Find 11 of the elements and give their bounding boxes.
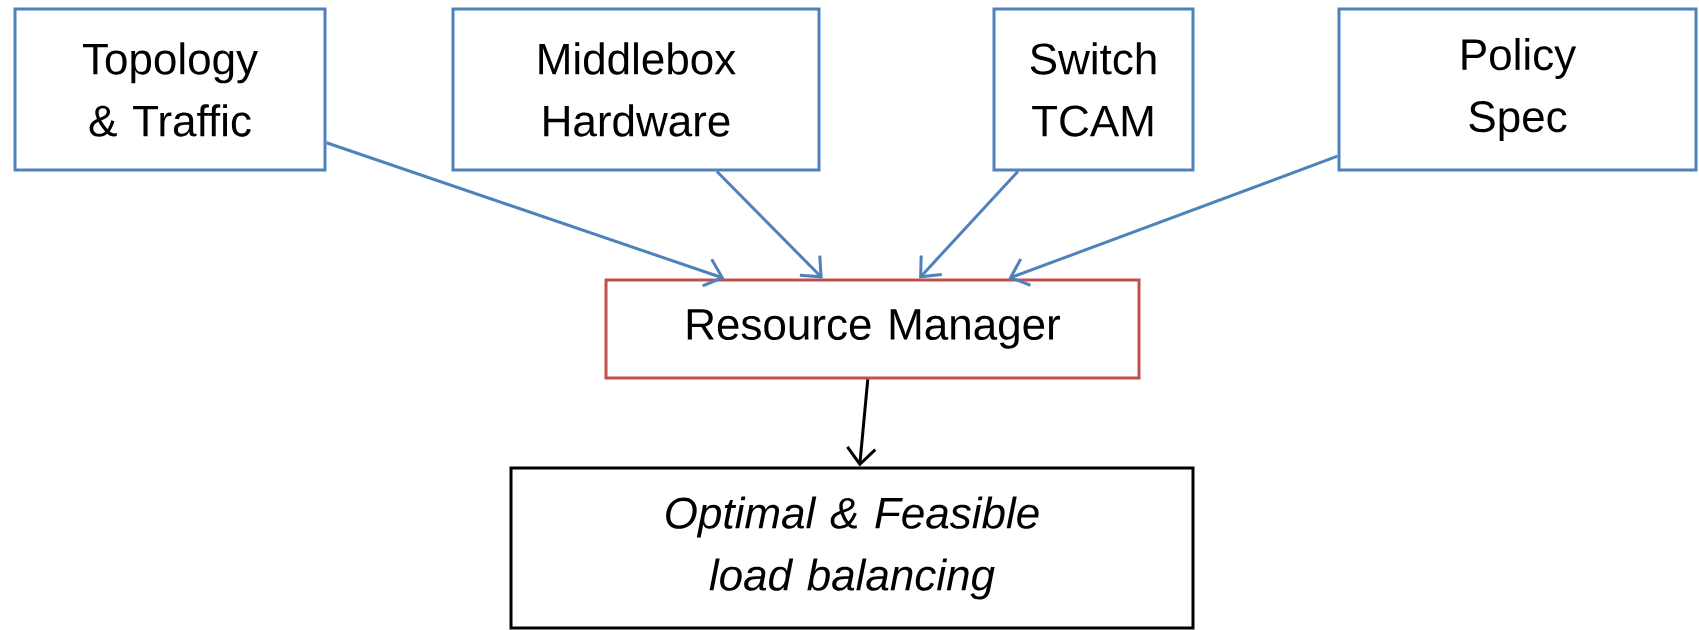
- arrow: [715, 170, 823, 279]
- arrow: [1008, 154, 1339, 287]
- input-box: Middlebox Hardware: [451, 7, 821, 172]
- arrow: [846, 379, 877, 467]
- input-box: Policy Spec: [1337, 7, 1698, 172]
- output-box: Optimal & Feasible load balancing: [509, 466, 1195, 630]
- manager-box: Resource Manager: [604, 278, 1141, 380]
- arrow: [919, 170, 1019, 279]
- input-box: Switch TCAM: [992, 7, 1195, 172]
- input-box: Topology & Traffic: [13, 7, 327, 172]
- arrow: [326, 141, 725, 288]
